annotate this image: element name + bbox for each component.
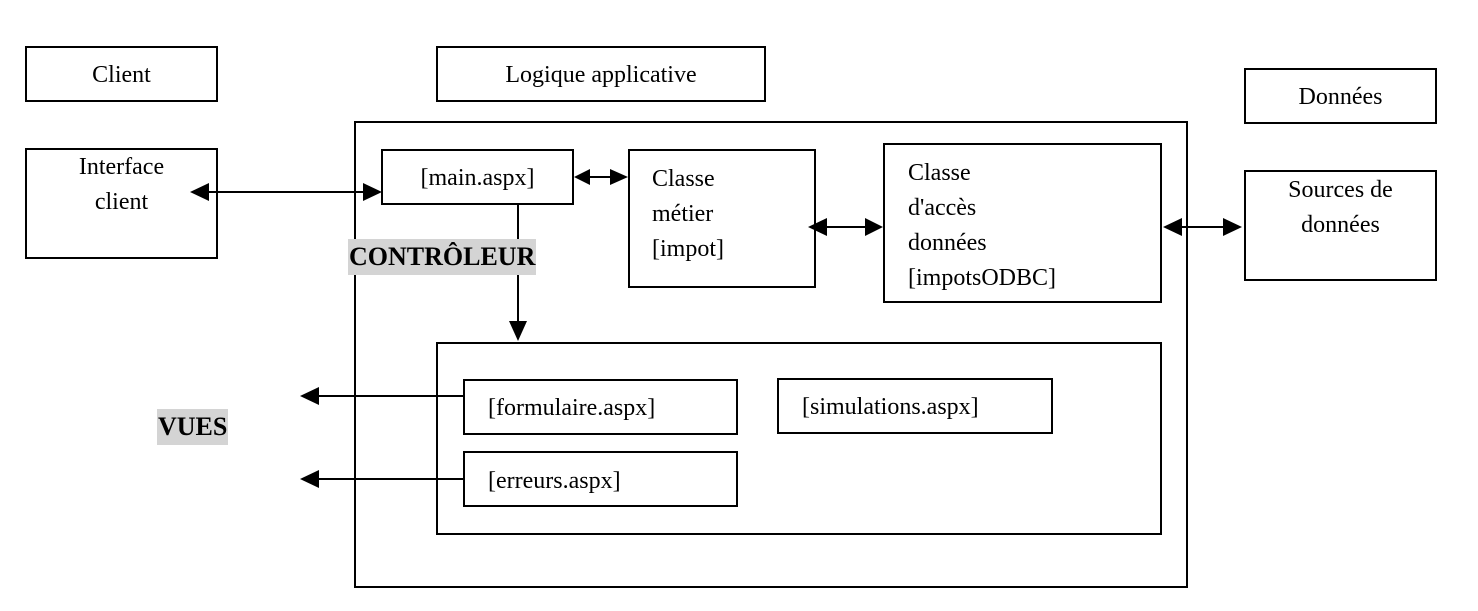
- data-sources-line2: données: [1301, 212, 1380, 238]
- business-class-line3: [impot]: [652, 236, 724, 262]
- arrowhead-right-dao: [865, 218, 883, 236]
- arrowhead-down-views: [509, 321, 527, 341]
- interface-client-line1: Interface: [78, 154, 165, 180]
- logic-header-box: Logique applicative: [436, 46, 766, 102]
- views-label: VUES: [157, 409, 229, 445]
- simulations-aspx-box: [simulations.aspx]: [777, 378, 1053, 434]
- interface-client-line2: client: [94, 189, 149, 215]
- application-logic-container: [354, 121, 1188, 588]
- arrowhead-right-main: [363, 183, 382, 201]
- arrowhead-left-client: [190, 183, 209, 201]
- simulations-aspx-label: [simulations.aspx]: [802, 394, 979, 420]
- formulaire-aspx-label: [formulaire.aspx]: [488, 395, 656, 421]
- interface-client-box: Interface client: [25, 148, 218, 259]
- data-access-line1: Classe: [908, 160, 971, 186]
- main-aspx-label: [main.aspx]: [420, 165, 535, 191]
- data-access-line3: données: [908, 230, 987, 256]
- arrowhead-left-main: [574, 169, 590, 185]
- data-access-line4: [impotsODBC]: [908, 265, 1057, 291]
- data-sources-box: Sources de données: [1244, 170, 1437, 281]
- arrowhead-right-sources: [1223, 218, 1242, 236]
- data-access-line2: d'accès: [908, 195, 977, 221]
- erreurs-aspx-label: [erreurs.aspx]: [488, 468, 621, 494]
- data-header-box: Données: [1244, 68, 1437, 124]
- main-aspx-box: [main.aspx]: [381, 149, 574, 205]
- business-class-line1: Classe: [652, 166, 715, 192]
- views-container: [436, 342, 1162, 535]
- business-class-box: Classe métier [impot]: [628, 149, 816, 288]
- business-class-line2: métier: [652, 201, 714, 227]
- arrowhead-right-business: [610, 169, 628, 185]
- data-header-label: Données: [1298, 84, 1383, 110]
- erreurs-aspx-box: [erreurs.aspx]: [463, 451, 738, 507]
- arrowhead-left-erreurs: [300, 470, 319, 488]
- data-access-class-box: Classe d'accès données [impotsODBC]: [883, 143, 1162, 303]
- client-header-box: Client: [25, 46, 218, 102]
- client-header-label: Client: [92, 62, 151, 88]
- controller-label: CONTRÔLEUR: [348, 239, 537, 275]
- arrowhead-left-dao: [1163, 218, 1182, 236]
- logic-header-label: Logique applicative: [505, 62, 697, 88]
- data-sources-line1: Sources de: [1288, 177, 1393, 203]
- arrowhead-left-business: [808, 218, 827, 236]
- formulaire-aspx-box: [formulaire.aspx]: [463, 379, 738, 435]
- arrowhead-left-formulaire: [300, 387, 319, 405]
